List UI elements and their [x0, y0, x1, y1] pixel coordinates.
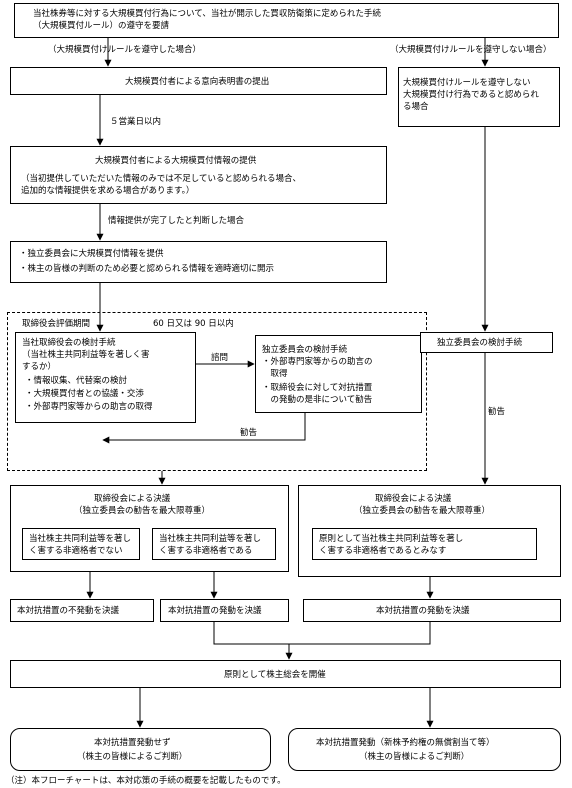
committee-review-line-1: ・外部専門家等からの助言の [262, 357, 373, 367]
evaluation-period-label: 取締役会評価期間 [22, 319, 91, 329]
comply-header: （大規模買付けルールを遵守した場合） [48, 45, 202, 55]
request-compliance-box: 当社株券等に対する大規模買付行為について、当社が開示した買収防衛策に定められた手… [14, 3, 559, 38]
committee-review-line-3: ・取締役会に対して対抗措置 [262, 383, 373, 393]
final-no-invoke-title: 本対抗措置発動せず [94, 738, 171, 748]
board-review-line-3: ・情報収集、代替案の検討 [25, 376, 128, 386]
disclosure-line-1: ・独立委員会に大規模買付情報を提供 [19, 249, 164, 259]
abusive-option-box: 当社株主共同利益等を著し く害する非適格者である [152, 528, 276, 560]
evaluation-period-days: 60 日又は 90 日以内 [153, 319, 234, 329]
no-invoke-result-box: 本対抗措置の不発動を決議 [10, 599, 154, 622]
invoke-result-right-box: 本対抗措置の発動を決議 [303, 599, 561, 622]
final-no-invoke-sub: （株主の皆様によるご判断） [77, 752, 188, 762]
noncompliance-line-3: る場合 [403, 102, 429, 112]
non-abusive-line-1: 当社株主共同利益等を著し [29, 534, 132, 544]
deemed-abusive-option-box: 原則として当社株主共同利益等を著し く害する非適格者であるとみなす [312, 528, 537, 560]
evaluation-period-container [7, 312, 427, 471]
shareholders-meeting-label: 原則として株主総会を開催 [224, 670, 326, 680]
disclosure-line-2: ・株主の皆様の判断のため必要と認められる情報を適時適切に開示 [19, 264, 275, 274]
intent-statement-label: 大規模買付者による意向表明書の提出 [125, 77, 270, 87]
noncompliance-line-2: 大規模買付け行為であると認められ [403, 90, 539, 100]
no-invoke-result-label: 本対抗措置の不発動を決議 [17, 606, 120, 616]
invoke-result-right-label: 本対抗措置の発動を決議 [376, 606, 470, 616]
abusive-line-1: 当社株主共同利益等を著し [159, 534, 262, 544]
board-decision-left-subtitle: （独立委員会の勧告を最大限尊重） [74, 506, 211, 516]
board-review-box: 当社取締役会の検討手続 （当社株主共同利益等を著しく害 するか） ・情報収集、代… [15, 332, 196, 423]
abusive-line-2: く害する非適格者である [159, 546, 253, 556]
board-review-line-4: ・大規模買付者との協議・交渉 [25, 389, 144, 399]
request-line-2: （大規模買付ルール）の遵守を要請 [33, 21, 170, 31]
information-provision-box: 大規模買付者による大規模買付情報の提供 （当初提供していただいた情報のみでは不足… [10, 146, 387, 204]
committee-review-box: 独立委員会の検討手続 ・外部専門家等からの助言の 取得 ・取締役会に対して対抗措… [255, 335, 422, 413]
invoke-result-mid-box: 本対抗措置の発動を決議 [160, 599, 289, 622]
five-business-days-label: ５営業日以内 [110, 117, 162, 127]
intent-statement-box: 大規模買付者による意向表明書の提出 [10, 67, 387, 95]
consult-label: 諮問 [211, 353, 229, 363]
noncompliance-line-1: 大規模買付けルールを遵守しない [403, 78, 531, 88]
information-provision-line-2: 追加的な情報提供を求める場合があります。） [21, 186, 195, 196]
footnote: （注）本フローチャートは、本対応策の手続の概要を記載したものです。 [6, 776, 286, 786]
deemed-abusive-line-2: く害する非適格者であるとみなす [319, 546, 447, 556]
final-no-invoke-box: 本対抗措置発動せず （株主の皆様によるご判断） [10, 728, 271, 771]
noncompliance-box: 大規模買付けルールを遵守しない 大規模買付け行為であると認められ る場合 [398, 67, 560, 127]
final-invoke-box: 本対抗措置発動（新株予約権の無償割当て等） （株主の皆様によるご判断） [288, 728, 561, 771]
non-abusive-line-2: く害する非適格者でない [29, 546, 123, 556]
recommend-label-left: 勧告 [240, 428, 258, 438]
information-provision-line-1: （当初提供していただいた情報のみでは不足していると認められる場合、 [21, 174, 301, 184]
recommend-label-right: 勧告 [488, 407, 506, 417]
board-decision-right-title: 取締役会による決議 [375, 494, 452, 504]
invoke-result-mid-label: 本対抗措置の発動を決議 [168, 606, 262, 616]
board-decision-right-subtitle: （独立委員会の勧告を最大限尊重） [354, 506, 491, 516]
information-provision-title: 大規模買付者による大規模買付情報の提供 [95, 156, 257, 166]
deemed-abusive-line-1: 原則として当社株主共同利益等を著し [319, 534, 464, 544]
board-review-line-2: するか） [22, 362, 57, 372]
committee-review-title: 独立委員会の検討手続 [262, 345, 348, 355]
board-review-line-5: ・外部専門家等からの助言の取得 [25, 402, 153, 412]
disclosure-box: ・独立委員会に大規模買付情報を提供 ・株主の皆様の判断のため必要と認められる情報… [10, 241, 387, 283]
committee-review-right-box: 独立委員会の検討手続 [420, 332, 553, 353]
committee-review-line-2: 取得 [262, 369, 288, 379]
board-review-title: 当社取締役会の検討手続 [22, 338, 116, 348]
committee-review-line-4: の発動の是非について勧告 [262, 395, 373, 405]
shareholders-meeting-box: 原則として株主総会を開催 [10, 660, 561, 688]
info-complete-label: 情報提供が完了したと判断した場合 [108, 216, 245, 226]
board-review-line-1: （当社株主共同利益等を著しく害 [22, 350, 150, 360]
final-invoke-title: 本対抗措置発動（新株予約権の無償割当て等） [316, 738, 495, 748]
request-line-1: 当社株券等に対する大規模買付行為について、当社が開示した買収防衛策に定められた手… [33, 9, 381, 19]
final-invoke-sub: （株主の皆様によるご判断） [359, 752, 470, 762]
board-decision-left-title: 取締役会による決議 [94, 494, 171, 504]
non-abusive-option-box: 当社株主共同利益等を著し く害する非適格者でない [22, 528, 140, 560]
noncomply-header: （大規模買付けルールを遵守しない場合） [390, 45, 552, 55]
committee-review-right-label: 独立委員会の検討手続 [437, 338, 523, 348]
